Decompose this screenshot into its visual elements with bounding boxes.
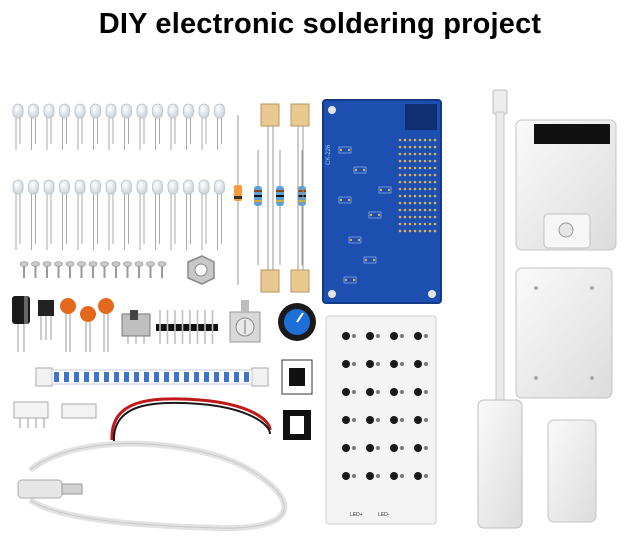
led (167, 103, 179, 150)
screw (100, 261, 109, 278)
led (105, 103, 117, 150)
connector-2 (61, 403, 97, 419)
potentiometer (229, 300, 261, 343)
resistor (254, 150, 262, 265)
led-plus-label: LED+ (350, 512, 363, 518)
diode (234, 115, 242, 285)
led (152, 103, 163, 150)
red-black-wire (110, 397, 272, 443)
ribbon-cable (35, 367, 269, 387)
blue-pcb: CK-226 (322, 99, 442, 304)
led (167, 179, 179, 250)
screw (31, 261, 40, 278)
led (105, 179, 117, 250)
ic-socket (283, 410, 311, 440)
led (43, 103, 55, 150)
enclosure-box (515, 119, 617, 251)
knob (278, 303, 316, 341)
hex-nut (187, 255, 215, 285)
ceramic-capacitor-top-1 (260, 103, 280, 293)
pin-header (156, 310, 218, 344)
led (74, 103, 86, 150)
disc-capacitors (60, 298, 114, 352)
led (183, 103, 194, 150)
screw (157, 261, 167, 278)
enclosure-panel (515, 267, 613, 399)
electrolytic-capacitor (12, 296, 30, 352)
disc-capacitor (80, 306, 96, 352)
screw (54, 261, 63, 278)
led (12, 179, 24, 250)
led (198, 103, 210, 150)
led-minus-label: LED- (378, 512, 390, 518)
screw (111, 261, 121, 278)
screw (146, 261, 155, 278)
led (28, 179, 39, 250)
pcb-board-label: CK-226 (326, 144, 332, 165)
resistors (254, 150, 306, 265)
led (214, 179, 225, 250)
screw (123, 261, 132, 278)
resistor (276, 150, 284, 265)
resistor (298, 150, 306, 265)
usb-cable (17, 440, 288, 532)
transistor (38, 300, 54, 340)
led (214, 103, 225, 150)
page-title: DIY electronic soldering project (98, 8, 542, 40)
led (121, 103, 132, 150)
disc-capacitor (60, 298, 76, 352)
screw (134, 261, 144, 278)
led-board: LED+ LED- (325, 315, 437, 525)
led (59, 179, 70, 250)
screw (19, 261, 29, 278)
screw (42, 261, 52, 278)
led (90, 103, 101, 150)
slide-switch (121, 310, 151, 344)
enclosure-lid (547, 419, 597, 523)
led (136, 179, 148, 250)
led (74, 179, 86, 250)
led (90, 179, 101, 250)
led (43, 179, 55, 250)
screw (88, 261, 98, 278)
led (183, 179, 194, 250)
ceramic-capacitor-top-2 (290, 103, 310, 293)
led (152, 179, 163, 250)
led (198, 179, 210, 250)
led (59, 103, 70, 150)
led (136, 103, 148, 150)
screw (77, 261, 86, 278)
led (12, 103, 24, 150)
enclosure-pole (477, 89, 523, 529)
led (121, 179, 132, 250)
screw (65, 261, 75, 278)
disc-capacitor (98, 298, 114, 352)
led-rows (12, 103, 225, 250)
kit-photo: CK-226 (12, 89, 617, 532)
led (28, 103, 39, 150)
screws (19, 261, 167, 278)
ic-chip (281, 359, 313, 395)
connector-1 (13, 401, 49, 428)
